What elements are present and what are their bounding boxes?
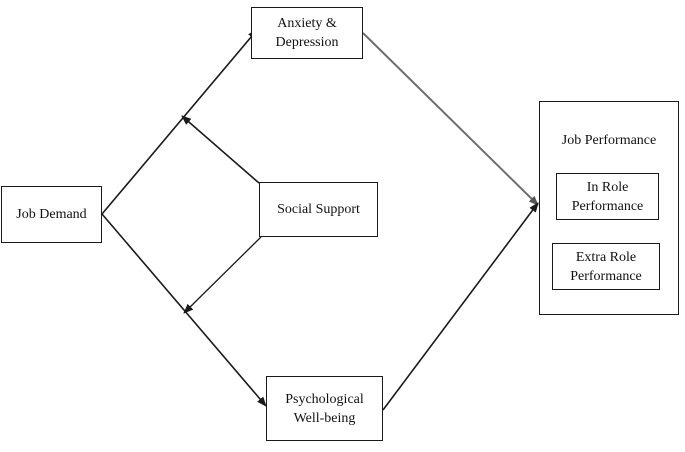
arrow-wellbeing-to-jobperformance (382, 202, 539, 411)
extra-role-label-line1: Extra Role (575, 249, 637, 265)
social-support-label: Social Support (277, 202, 360, 217)
social-support-node: Social Support (259, 182, 378, 237)
arrow-jobdemand-to-anxiety (101, 29, 258, 215)
job-demand-label: Job Demand (16, 207, 87, 222)
psychological-wellbeing-node: Psychological Well-being (266, 376, 383, 441)
job-performance-title: Job Performance (561, 133, 657, 148)
arrow-anxiety-to-jobperformance (362, 32, 539, 206)
anxiety-label-line2: Depression (275, 35, 339, 50)
arrow-socialsupport-moderates-lower-path (183, 236, 262, 314)
in-role-performance-node: In Role Performance (556, 173, 659, 220)
anxiety-label-line1: Anxiety & (277, 16, 337, 31)
in-role-label-line2: Performance (571, 198, 644, 214)
wellbeing-label-line1: Psychological (285, 391, 364, 407)
arrow-socialsupport-moderates-upper-path (181, 115, 260, 184)
job-demand-node: Job Demand (1, 186, 102, 243)
in-role-label-line1: In Role (586, 179, 629, 195)
extra-role-label-line2: Performance (570, 268, 642, 284)
extra-role-performance-node: Extra Role Performance (552, 243, 660, 290)
wellbeing-label-line2: Well-being (293, 410, 356, 426)
anxiety-depression-node: Anxiety & Depression (251, 7, 363, 59)
arrow-jobdemand-to-wellbeing (101, 213, 267, 407)
